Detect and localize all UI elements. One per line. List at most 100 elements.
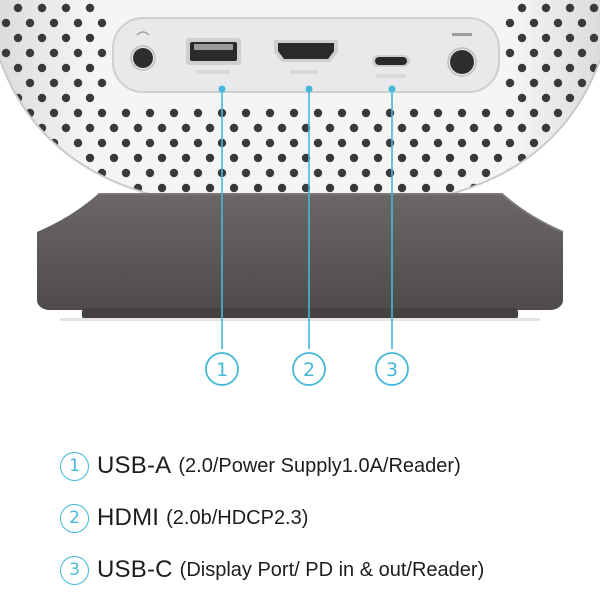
grille-hole — [505, 18, 515, 28]
legend-item-usb-a: 1 USB-A (2.0/Power Supply1.0A/Reader) — [60, 446, 590, 486]
grille-hole — [241, 138, 251, 148]
grille-hole — [61, 93, 71, 103]
grille-hole — [97, 78, 107, 88]
port-panel — [112, 17, 500, 93]
grille-hole — [325, 153, 335, 163]
grille-hole — [145, 108, 155, 118]
marker-circle-3 — [375, 352, 409, 386]
grille-hole — [97, 108, 107, 118]
grille-hole — [577, 78, 587, 88]
grille-hole — [13, 33, 23, 43]
grille-hole — [121, 138, 131, 148]
grille-hole — [457, 168, 467, 178]
grille-hole — [373, 123, 383, 133]
grille-hole — [289, 138, 299, 148]
grille-hole — [121, 168, 131, 178]
grille-hole — [541, 63, 551, 73]
grille-hole — [517, 93, 527, 103]
grille-hole — [541, 93, 551, 103]
product-illustration — [0, 0, 600, 321]
callout-usb-a: 1 — [205, 85, 239, 386]
grille-hole — [253, 183, 263, 193]
callout-usb-c: 3 — [375, 85, 409, 386]
legend-item-usb-c: 3 USB-C (Display Port/ PD in & out/Reade… — [60, 550, 590, 590]
grille-hole — [253, 123, 263, 133]
grille-hole — [61, 123, 71, 133]
grille-hole — [37, 3, 47, 13]
grille-hole — [529, 78, 539, 88]
grille-hole — [457, 108, 467, 118]
grille-hole — [85, 33, 95, 43]
legend-number-2: 2 — [60, 503, 89, 533]
grille-hole — [481, 138, 491, 148]
grille-hole — [25, 78, 35, 88]
grille-hole — [157, 153, 167, 163]
grille-hole — [481, 108, 491, 118]
grille-hole — [589, 3, 599, 13]
grille-hole — [85, 93, 95, 103]
grille-hole — [541, 123, 551, 133]
grille-hole — [589, 33, 599, 43]
grille-hole — [241, 168, 251, 178]
grille-hole — [421, 123, 431, 133]
grille-hole — [541, 3, 551, 13]
grille-hole — [397, 153, 407, 163]
grille-hole — [205, 153, 215, 163]
legend-number-1: 1 — [60, 451, 89, 481]
grille-hole — [181, 183, 191, 193]
grille-hole — [325, 183, 335, 193]
grille-hole — [289, 108, 299, 118]
legend-port-name: HDMI — [97, 504, 160, 531]
grille-hole — [373, 183, 383, 193]
port-callouts: 1 2 3 — [205, 85, 409, 386]
grille-hole — [553, 78, 563, 88]
grille-hole — [205, 123, 215, 133]
grille-hole — [565, 63, 575, 73]
grille-hole — [361, 138, 371, 148]
grille-hole — [301, 123, 311, 133]
grille-hole — [97, 18, 107, 28]
legend-port-detail: (2.0/Power Supply1.0A/Reader) — [178, 454, 461, 477]
grille-hole — [265, 138, 275, 148]
grille-hole — [61, 33, 71, 43]
callout-hdmi: 2 — [292, 85, 326, 386]
grille-hole — [73, 108, 83, 118]
grille-hole — [517, 63, 527, 73]
grille-hole — [577, 48, 587, 58]
usb-c-port — [372, 55, 410, 78]
grille-hole — [85, 123, 95, 133]
grille-hole — [229, 153, 239, 163]
marker-number-2: 2 — [303, 359, 315, 381]
grille-hole — [265, 168, 275, 178]
grille-hole — [421, 183, 431, 193]
grille-hole — [397, 183, 407, 193]
grille-hole — [469, 153, 479, 163]
port-legend: 1 USB-A (2.0/Power Supply1.0A/Reader) 2 … — [60, 446, 590, 602]
marker-number-3: 3 — [386, 359, 398, 381]
grille-hole — [73, 78, 83, 88]
grille-hole — [469, 123, 479, 133]
grille-hole — [409, 138, 419, 148]
dc-power-jack — [447, 33, 477, 77]
grille-hole — [277, 123, 287, 133]
grille-hole — [169, 138, 179, 148]
grille-hole — [181, 123, 191, 133]
grille-hole — [277, 153, 287, 163]
grille-hole — [529, 138, 539, 148]
grille-hole — [313, 108, 323, 118]
usb-a-port — [186, 38, 241, 74]
grille-hole — [553, 48, 563, 58]
grille-hole — [37, 63, 47, 73]
grille-hole — [145, 138, 155, 148]
grille-hole — [565, 3, 575, 13]
grille-hole — [445, 183, 455, 193]
grille-hole — [157, 123, 167, 133]
grille-hole — [541, 33, 551, 43]
marker-number-1: 1 — [216, 359, 228, 381]
grille-hole — [169, 168, 179, 178]
grille-hole — [73, 138, 83, 148]
grille-hole — [49, 78, 59, 88]
grille-hole — [553, 108, 563, 118]
grille-hole — [49, 18, 59, 28]
grille-hole — [97, 138, 107, 148]
